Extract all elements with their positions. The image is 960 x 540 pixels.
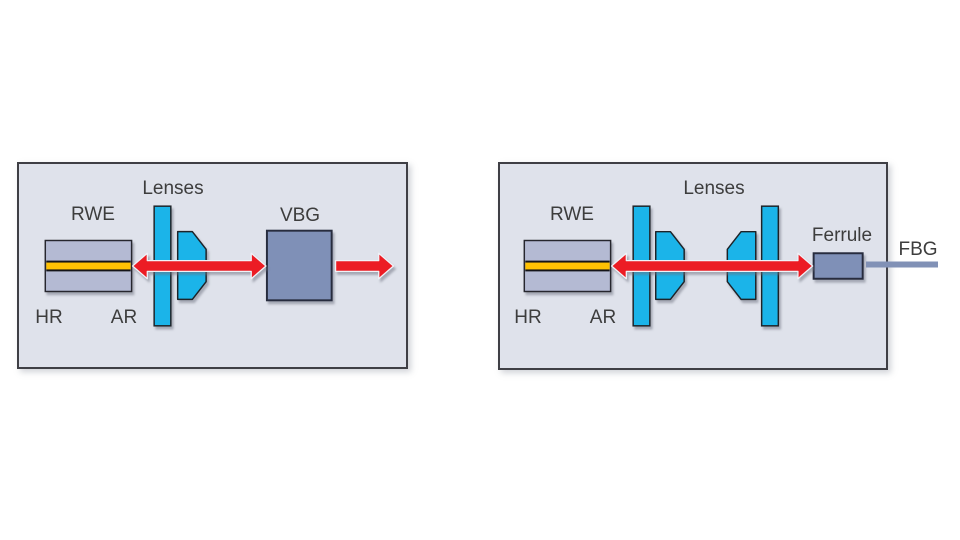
rwe-chip-active-stripe xyxy=(525,262,610,270)
lenses-label: Lenses xyxy=(142,178,204,199)
hr-coating-label: HR xyxy=(514,307,542,328)
intracavity-beam-arrow xyxy=(131,252,267,280)
vbg-label: VBG xyxy=(279,205,321,226)
ar-coating-label: AR xyxy=(589,307,617,328)
rwe-label: RWE xyxy=(71,204,115,225)
ferrule-label: Ferrule xyxy=(811,225,873,246)
hr-coating-label: HR xyxy=(35,307,63,328)
vbg-panel-shapes xyxy=(44,205,395,327)
rwe-chip xyxy=(523,239,612,293)
ar-coating-label: AR xyxy=(110,307,138,328)
fbg-panel-shapes xyxy=(523,205,864,327)
output-beam-arrow xyxy=(334,252,395,280)
rwe-label: RWE xyxy=(550,204,594,225)
vbg-block xyxy=(265,229,333,302)
lenses-label: Lenses xyxy=(683,178,745,199)
fbg-label: FBG xyxy=(898,239,938,260)
vbg-laser-panel: Lenses RWE VBG HR AR xyxy=(17,162,408,369)
rwe-chip xyxy=(44,239,133,293)
fbg-laser-panel: Lenses RWE Ferrule HR AR xyxy=(498,162,888,370)
intracavity-beam-arrow xyxy=(610,252,814,280)
rwe-chip-active-stripe xyxy=(46,262,131,270)
ferrule-block xyxy=(812,252,864,280)
fiber-pigtail-svg xyxy=(866,261,938,268)
fiber-line xyxy=(866,261,938,268)
